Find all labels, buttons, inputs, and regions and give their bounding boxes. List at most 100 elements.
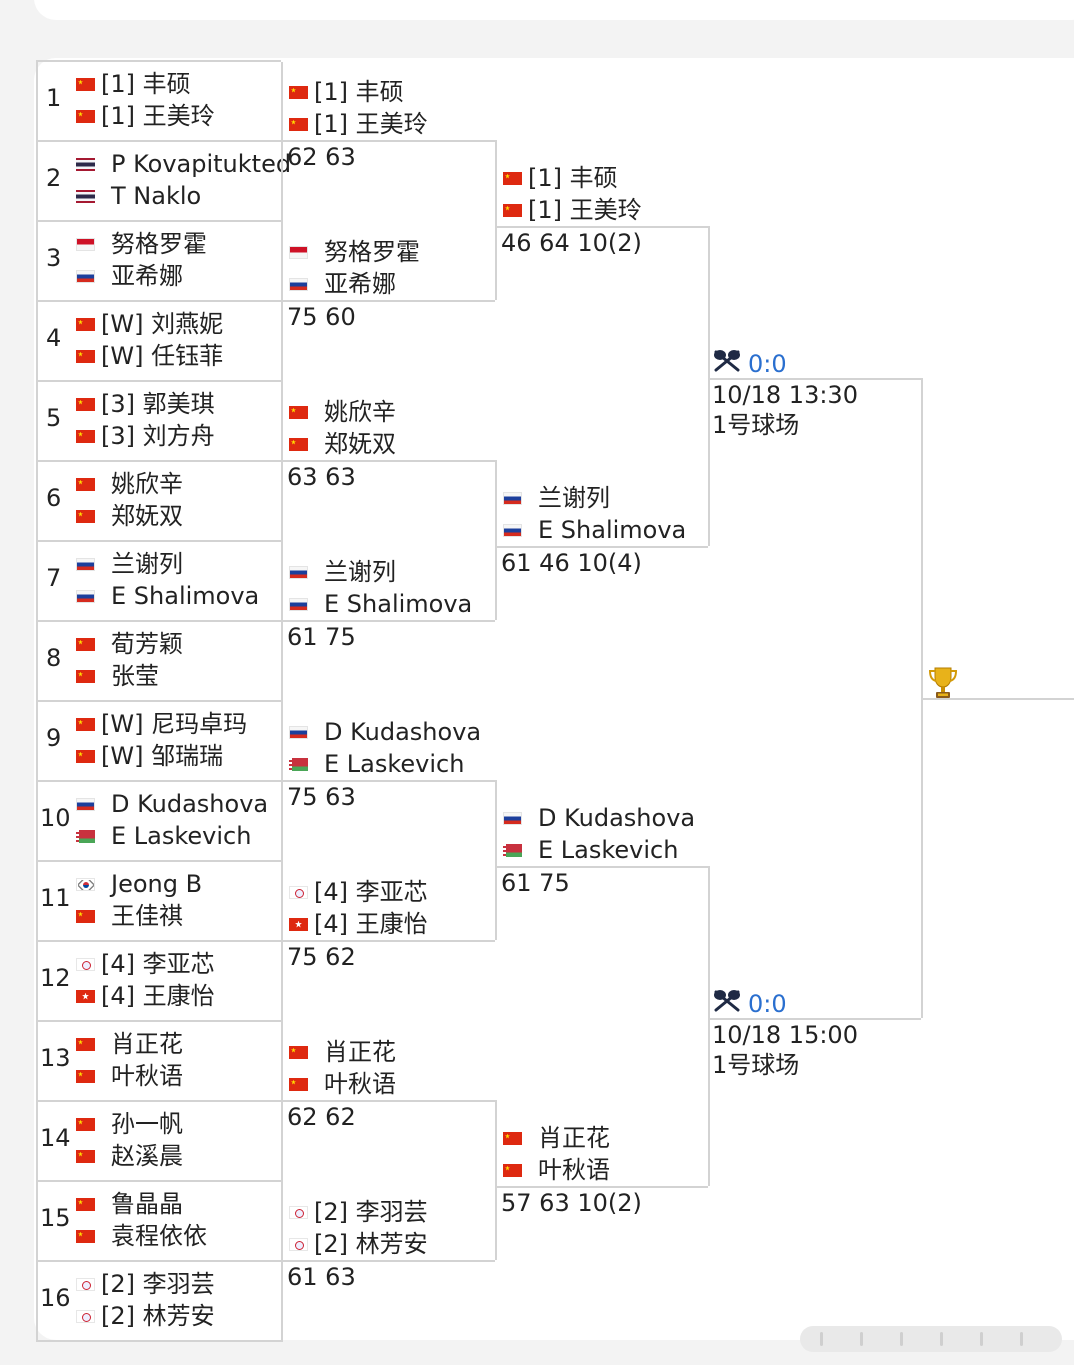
cn-flag-icon: [76, 397, 95, 411]
player-entry[interactable]: [W] 刘燕妮: [76, 308, 223, 340]
bracket-line: [36, 300, 281, 302]
cn-flag-icon: [76, 1117, 95, 1131]
player-entry[interactable]: 鲁晶晶: [76, 1188, 183, 1220]
draw-position: 10: [40, 804, 71, 832]
live-score-text: 0:0: [748, 990, 787, 1018]
draw-position: 4: [46, 324, 62, 352]
player-entry[interactable]: [1] 王美玲: [76, 100, 215, 132]
bracket-line: [36, 780, 281, 782]
by-flag-icon: [503, 843, 522, 857]
player-entry[interactable]: Jeong B: [76, 868, 202, 900]
cn-flag-icon: [76, 429, 95, 443]
ru-flag-icon: [76, 557, 95, 571]
tpe-flag-icon: [76, 957, 95, 971]
crossed-rackets-icon: [712, 988, 748, 1020]
cn-flag-icon: [76, 1197, 95, 1211]
player-entry[interactable]: E Laskevich: [76, 820, 251, 852]
player-entry[interactable]: 袁程依依: [76, 1220, 207, 1252]
player-entry[interactable]: [4] 王康怡: [76, 980, 215, 1012]
player-entry[interactable]: 努格罗霍: [289, 236, 420, 268]
player-entry[interactable]: 努格罗霍: [76, 228, 207, 260]
cn-flag-icon: [503, 203, 522, 217]
bracket-line: [36, 700, 281, 702]
player-entry[interactable]: 肖正花: [289, 1036, 396, 1068]
player-entry[interactable]: 叶秋语: [76, 1060, 183, 1092]
player-name: 王佳祺: [111, 902, 183, 930]
cn-flag-icon: [76, 349, 95, 363]
player-entry[interactable]: [3] 郭美琪: [76, 388, 215, 420]
bracket-line: [495, 140, 497, 300]
player-entry[interactable]: [W] 尼玛卓玛: [76, 708, 247, 740]
player-entry[interactable]: [4] 李亚芯: [76, 948, 215, 980]
player-entry[interactable]: 兰谢列: [503, 482, 610, 514]
player-name: E Shalimova: [111, 582, 260, 610]
bracket-line: [495, 1100, 497, 1260]
player-entry[interactable]: T Naklo: [76, 180, 201, 212]
player-entry[interactable]: [1] 丰硕: [289, 76, 404, 108]
bracket-line: [710, 1018, 921, 1020]
player-entry[interactable]: [1] 丰硕: [76, 68, 191, 100]
player-entry[interactable]: P Kovapitukted: [76, 148, 291, 180]
player-entry[interactable]: 叶秋语: [503, 1154, 610, 1186]
player-entry[interactable]: [2] 林芳安: [76, 1300, 215, 1332]
draw-position: 7: [46, 564, 62, 592]
player-entry[interactable]: 亚希娜: [289, 268, 396, 300]
live-score[interactable]: 0:0: [712, 988, 787, 1020]
bracket-line: [923, 698, 1074, 700]
player-entry[interactable]: E Shalimova: [289, 588, 472, 620]
player-entry[interactable]: 叶秋语: [289, 1068, 396, 1100]
player-entry[interactable]: [1] 王美玲: [503, 194, 642, 226]
player-entry[interactable]: 王佳祺: [76, 900, 183, 932]
player-name: [4] 王康怡: [101, 982, 215, 1010]
player-entry[interactable]: [1] 丰硕: [503, 162, 618, 194]
player-entry[interactable]: D Kudashova: [503, 802, 695, 834]
player-entry[interactable]: [2] 林芳安: [289, 1228, 428, 1260]
draw-position: 13: [40, 1044, 71, 1072]
player-entry[interactable]: 肖正花: [503, 1122, 610, 1154]
player-entry[interactable]: E Shalimova: [503, 514, 686, 546]
player-entry[interactable]: [W] 任钰菲: [76, 340, 223, 372]
player-entry[interactable]: 兰谢列: [289, 556, 396, 588]
player-name: 荀芳颖: [111, 630, 183, 658]
player-name: 肖正花: [324, 1038, 396, 1066]
horizontal-scrollbar[interactable]: [800, 1326, 1062, 1352]
player-entry[interactable]: [3] 刘方舟: [76, 420, 215, 452]
player-entry[interactable]: 郑妩双: [289, 428, 396, 460]
draw-position: 16: [40, 1284, 71, 1312]
player-entry[interactable]: [W] 邹瑞瑞: [76, 740, 223, 772]
player-entry[interactable]: 郑妩双: [76, 500, 183, 532]
player-entry[interactable]: 赵溪晨: [76, 1140, 183, 1172]
player-entry[interactable]: 亚希娜: [76, 260, 183, 292]
player-entry[interactable]: [2] 李羽芸: [76, 1268, 215, 1300]
bracket-line: [497, 546, 708, 548]
player-entry[interactable]: 荀芳颖: [76, 628, 183, 660]
player-entry[interactable]: 张莹: [76, 660, 159, 692]
player-entry[interactable]: [4] 李亚芯: [289, 876, 428, 908]
draw-position: 6: [46, 484, 62, 512]
player-entry[interactable]: D Kudashova: [76, 788, 268, 820]
tpe-flag-icon: [289, 1205, 308, 1219]
id-flag-icon: [76, 237, 95, 251]
player-entry[interactable]: E Laskevich: [289, 748, 464, 780]
player-name: [W] 任钰菲: [101, 342, 224, 370]
cn-flag-icon: [76, 1069, 95, 1083]
player-entry[interactable]: D Kudashova: [289, 716, 481, 748]
player-name: D Kudashova: [111, 790, 269, 818]
player-entry[interactable]: 肖正花: [76, 1028, 183, 1060]
player-entry[interactable]: E Shalimova: [76, 580, 259, 612]
player-name: E Shalimova: [538, 516, 687, 544]
bracket-line: [708, 866, 710, 1186]
bracket-line: [497, 1186, 708, 1188]
ru-flag-icon: [289, 725, 308, 739]
player-entry[interactable]: 姚欣辛: [289, 396, 396, 428]
match-score: 57 63 10(2): [501, 1189, 642, 1217]
player-entry[interactable]: [2] 李羽芸: [289, 1196, 428, 1228]
player-entry[interactable]: 兰谢列: [76, 548, 183, 580]
player-entry[interactable]: 孙一帆: [76, 1108, 183, 1140]
player-entry[interactable]: 姚欣辛: [76, 468, 183, 500]
match-score: 61 75: [287, 623, 356, 651]
player-entry[interactable]: [4] 王康怡: [289, 908, 428, 940]
live-score[interactable]: 0:0: [712, 348, 787, 380]
player-entry[interactable]: E Laskevich: [503, 834, 678, 866]
player-entry[interactable]: [1] 王美玲: [289, 108, 428, 140]
